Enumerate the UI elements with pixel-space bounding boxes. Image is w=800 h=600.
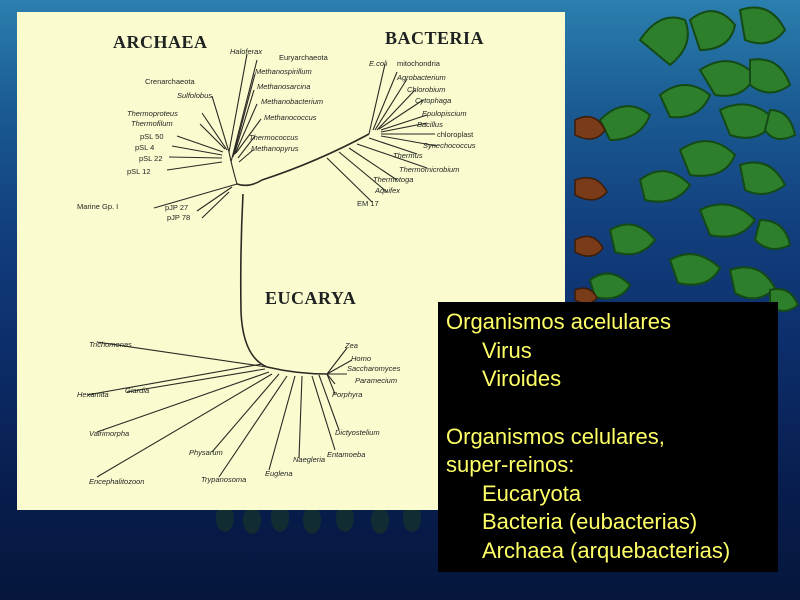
taxon-label: Vairimorpha	[89, 429, 129, 438]
list-item: Archaea (arquebacterias)	[482, 537, 731, 563]
taxon-label: Methanospirillum	[255, 67, 312, 76]
taxon-label: Methanococcus	[264, 113, 317, 122]
taxon-label: Synechococcus	[423, 141, 476, 150]
taxon-label: mitochondria	[397, 59, 441, 68]
taxon-label: Giardia	[125, 386, 149, 395]
taxon-label: Hexamita	[77, 390, 109, 399]
taxon-label: pSL 50	[140, 132, 164, 141]
taxon-label: Agrobacterium	[396, 73, 446, 82]
eucarya-branches	[86, 341, 353, 478]
domain-title-archaea: ARCHAEA	[113, 32, 208, 52]
taxon-label: Marine Gp. I	[77, 202, 118, 211]
taxon-label: Methanopyrus	[251, 144, 299, 153]
taxon-label: Naegleria	[293, 455, 325, 464]
taxon-label: E.coli	[369, 59, 388, 68]
taxon-label: Chlorobium	[407, 85, 445, 94]
taxon-label: Dictyostelium	[335, 428, 380, 437]
list-item: Virus	[482, 337, 532, 363]
group-label-crenarchaeota: Crenarchaeota	[145, 77, 195, 86]
taxon-label: Thermoproteus	[127, 109, 178, 118]
taxon-label: chloroplast	[437, 130, 474, 139]
tree-trunk	[236, 133, 370, 375]
domain-title-bacteria: BACTERIA	[385, 28, 484, 48]
taxon-label: Thermococcus	[249, 133, 298, 142]
taxon-label: Paramecium	[355, 376, 397, 385]
heading-acellular: Organismos acelulares	[446, 309, 671, 334]
taxon-label: Aquifex	[374, 186, 400, 195]
taxon-label: Thermus	[393, 151, 423, 160]
archaea-branches	[153, 53, 262, 219]
taxon-label: Trichomonas	[89, 340, 132, 349]
phylogenetic-tree: ARCHAEA BACTERIA EUCARYA Euryarchaeota C…	[77, 28, 484, 486]
heading-cellular: Organismos celulares,	[446, 423, 665, 449]
taxon-label: pJP 78	[167, 213, 190, 222]
taxon-label: Zea	[344, 341, 358, 350]
group-label-euryarchaeota: Euryarchaeota	[279, 53, 329, 62]
taxon-label: Sulfolobus	[177, 91, 212, 100]
taxon-label: Thermofilum	[131, 119, 173, 128]
taxon-label: Bacillus	[417, 120, 443, 129]
taxon-label: Porphyra	[332, 390, 362, 399]
taxon-label: Saccharomyces	[347, 364, 401, 373]
taxon-label: pJP 27	[165, 203, 188, 212]
taxon-label: Thermomicrobium	[399, 165, 459, 174]
taxon-label: Entamoeba	[327, 450, 365, 459]
taxon-label: pSL 4	[135, 143, 154, 152]
taxon-label: Thermotoga	[373, 175, 413, 184]
taxon-label: pSL 12	[127, 167, 151, 176]
taxon-label: Epulopiscium	[422, 109, 467, 118]
spacer	[446, 394, 778, 423]
taxon-label: Trypanosoma	[201, 475, 246, 484]
taxon-label: EM 17	[357, 199, 379, 208]
taxon-label: Cytophaga	[415, 96, 451, 105]
bacteria-branches	[326, 63, 438, 203]
list-item: Eucaryota	[482, 480, 582, 506]
taxon-label: Methanosarcina	[257, 82, 310, 91]
classification-summary-box: Organismos acelulares Virus Viroides Org…	[438, 302, 778, 572]
heading-cellular-sub: super-reinos:	[446, 452, 575, 477]
taxon-label: Physarum	[189, 448, 223, 457]
seaweed-icon	[216, 6, 800, 534]
taxon-label: Haloferax	[230, 47, 262, 56]
taxon-label: Euglena	[265, 469, 293, 478]
taxon-label: pSL 22	[139, 154, 163, 163]
domain-title-eucarya: EUCARYA	[265, 288, 356, 308]
taxon-label: Encephalitozoon	[89, 477, 144, 486]
taxon-label: Homo	[351, 354, 371, 363]
list-item: Viroides	[482, 366, 562, 391]
list-item: Bacteria (eubacterias)	[482, 509, 698, 534]
taxon-label: Methanobacterium	[261, 97, 323, 106]
